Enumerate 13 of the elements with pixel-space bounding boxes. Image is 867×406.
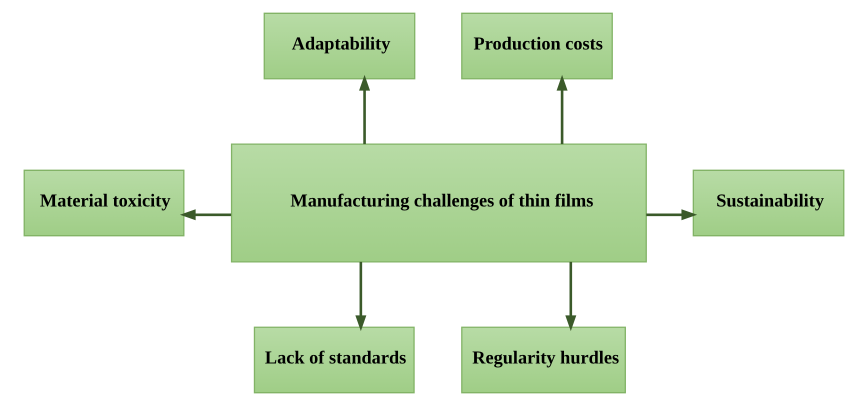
node-box: Manufacturing challenges of thin films: [230, 143, 646, 263]
arrow: [354, 262, 366, 332]
arrow: [358, 74, 370, 144]
node-box: Sustainability: [692, 170, 844, 236]
node-box: Regularity hurdles: [460, 326, 626, 394]
node-box: Lack of standards: [253, 326, 414, 394]
arrow: [556, 74, 568, 144]
node-box: Production costs: [460, 12, 612, 80]
node-box: Adaptability: [263, 12, 415, 80]
node-box: Material toxicity: [23, 170, 184, 236]
arrow: [179, 209, 231, 220]
arrow: [564, 262, 576, 332]
arrow: [646, 209, 697, 220]
